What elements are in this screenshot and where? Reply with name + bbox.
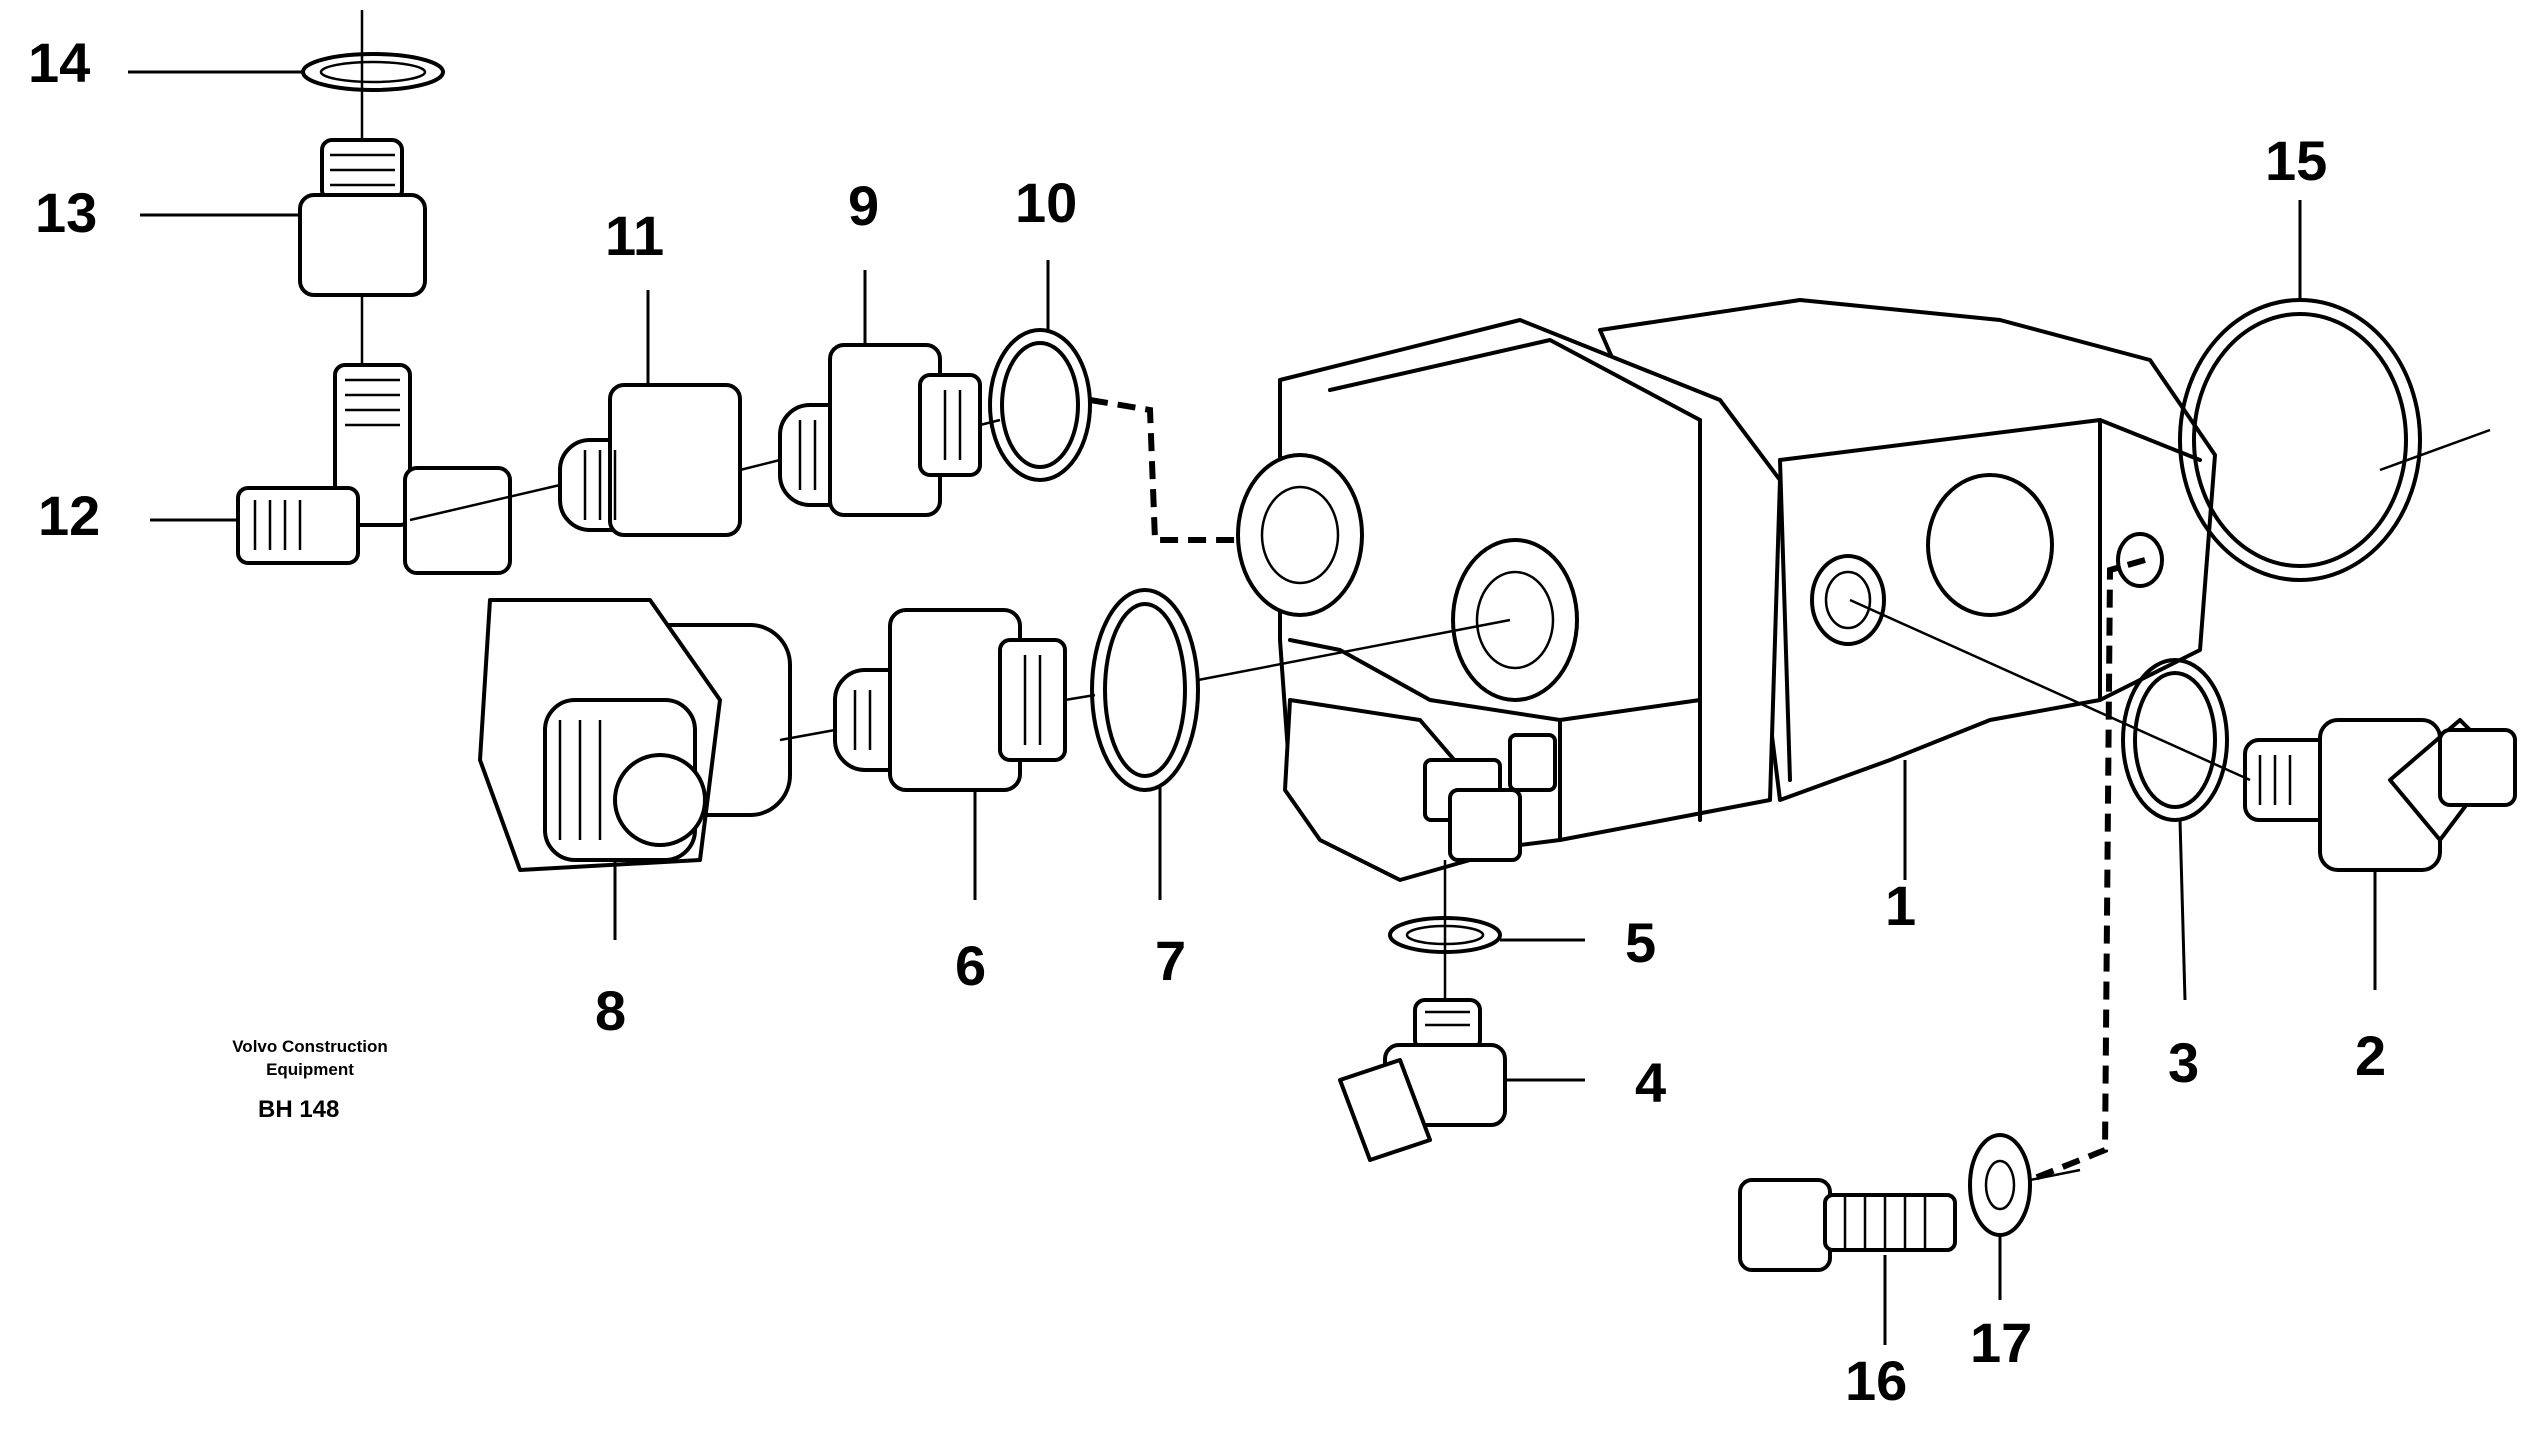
leader-lines xyxy=(128,70,2377,1345)
part-14-seal-ring xyxy=(301,52,445,92)
callout-13: 13 xyxy=(35,181,97,244)
part-8-elbow xyxy=(478,598,792,872)
callout-3: 3 xyxy=(2168,1031,2199,1094)
drawing-code: BH 148 xyxy=(258,1096,339,1123)
part-3-o-ring xyxy=(2121,658,2229,822)
part-7-o-ring xyxy=(1090,588,1200,792)
part-17-washer xyxy=(1968,1133,2032,1237)
callout-6: 6 xyxy=(955,934,986,997)
part-6-adapter xyxy=(833,608,1067,792)
callout-4: 4 xyxy=(1635,1051,1666,1114)
pump-housing xyxy=(1236,298,2217,882)
callout-14: 14 xyxy=(28,31,90,94)
callout-10: 10 xyxy=(1015,171,1077,234)
brand-line-2: Equipment xyxy=(266,1060,354,1079)
callout-12: 12 xyxy=(38,484,100,547)
brand-line-1: Volvo Construction xyxy=(232,1037,388,1056)
callout-17: 17 xyxy=(1970,1311,2032,1374)
part-11-union xyxy=(558,383,742,537)
callout-1: 1 xyxy=(1885,874,1916,937)
callout-7: 7 xyxy=(1155,929,1186,992)
callout-2: 2 xyxy=(2355,1024,2386,1087)
assembly-axes xyxy=(360,10,2491,1183)
callout-16: 16 xyxy=(1845,1349,1907,1412)
part-10-o-ring xyxy=(988,328,1092,482)
callout-9: 9 xyxy=(848,174,879,237)
callout-11: 11 xyxy=(605,204,664,267)
part-15-large-o-ring xyxy=(2178,298,2422,582)
callout-labels: 14 13 12 11 9 10 8 6 7 5 4 1 15 3 2 16 1… xyxy=(28,31,2386,1412)
part-12-tee-fitting xyxy=(236,363,512,575)
callout-15: 15 xyxy=(2265,129,2327,192)
part-9-adapter xyxy=(778,343,982,517)
part-13-reducer xyxy=(298,138,427,297)
callout-8: 8 xyxy=(595,979,626,1042)
drawing-footer: Volvo Construction Equipment BH 148 xyxy=(232,1037,388,1123)
part-4-elbow-fitting xyxy=(1338,998,1507,1162)
part-2-elbow xyxy=(2243,718,2517,872)
part-16-screw xyxy=(1738,1178,1957,1272)
callout-5: 5 xyxy=(1625,911,1656,974)
